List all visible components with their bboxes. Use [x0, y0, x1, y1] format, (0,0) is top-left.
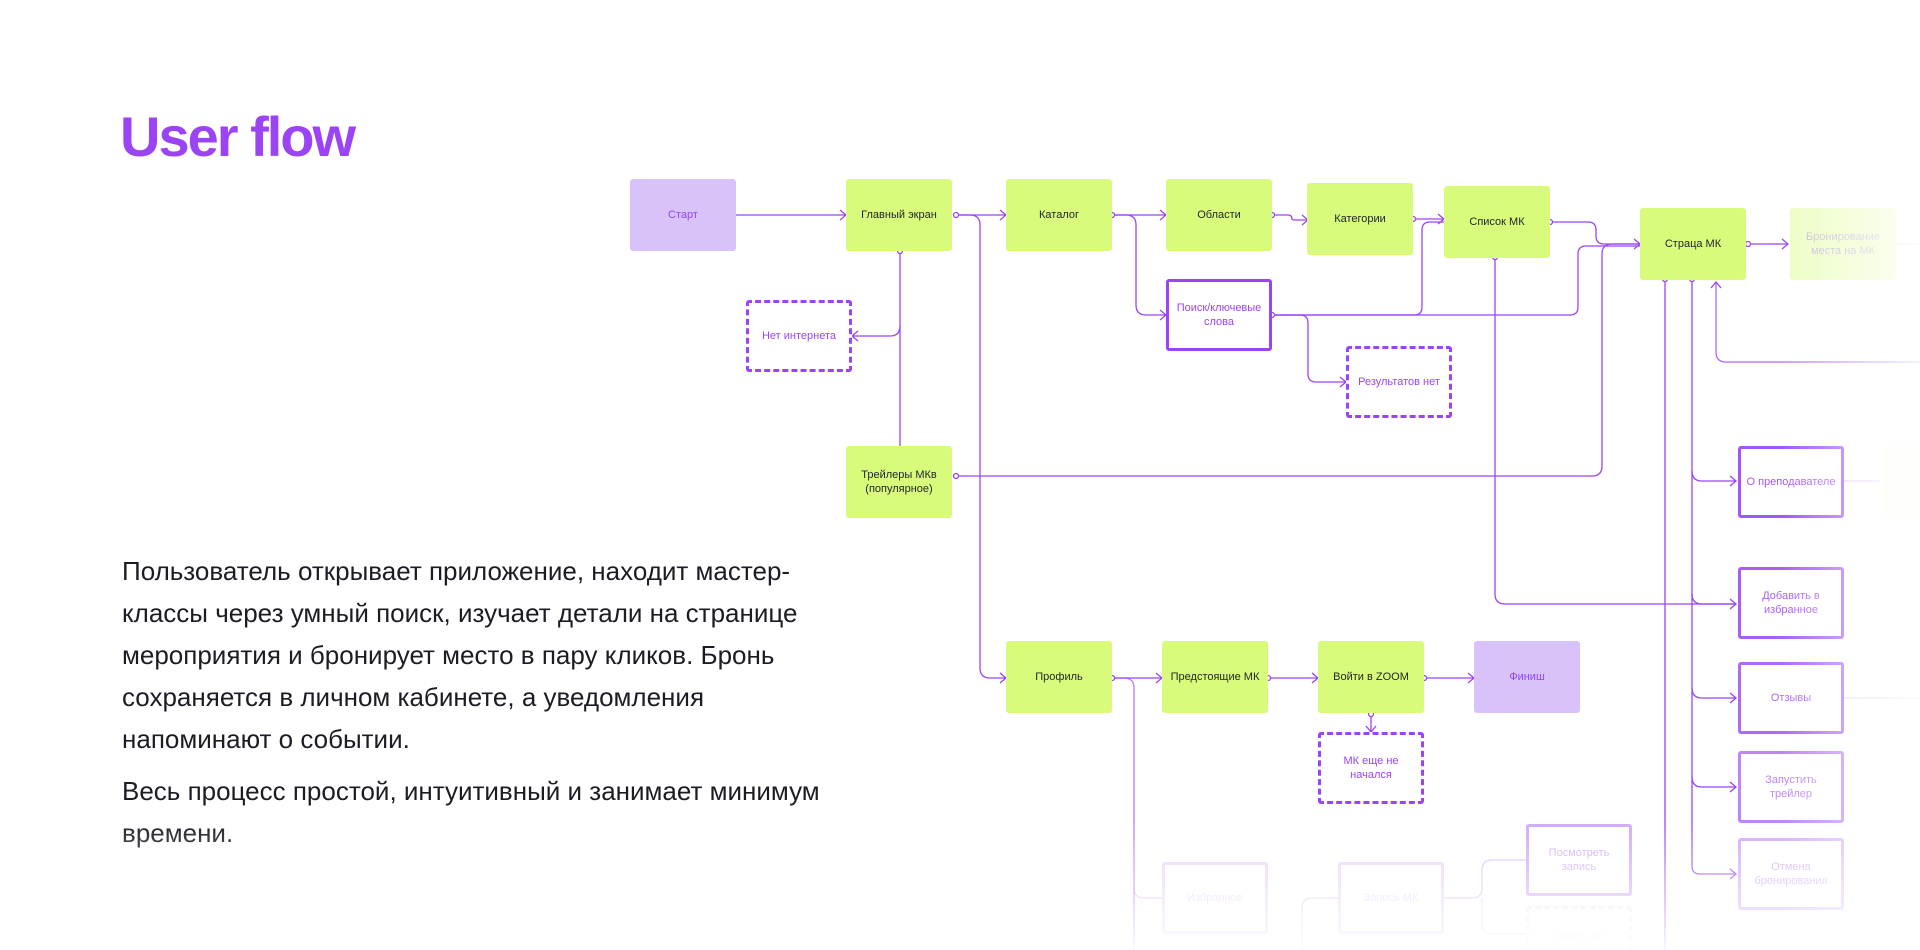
- node-trailers[interactable]: Трейлеры МКв (популярное): [846, 446, 952, 518]
- node-mk-list[interactable]: Список МК: [1444, 186, 1550, 258]
- page-title: User flow: [120, 105, 356, 168]
- node-recording-partial[interactable]: Запись не: [1526, 906, 1632, 950]
- node-cancel-booking[interactable]: Отмена бронирования: [1738, 838, 1844, 910]
- node-main-screen[interactable]: Главный экран: [846, 179, 952, 251]
- node-upcoming[interactable]: Предстоящие МК: [1162, 641, 1268, 713]
- node-reviews[interactable]: Отзывы: [1738, 662, 1844, 734]
- node-categories[interactable]: Категории: [1307, 183, 1413, 255]
- node-booking[interactable]: Бронирование места на МК: [1790, 208, 1896, 280]
- description-paragraph-1: Пользователь открывает приложение, наход…: [122, 556, 798, 754]
- node-search[interactable]: Поиск/ключевые слова: [1166, 279, 1272, 351]
- node-about-teacher[interactable]: О преподавателе: [1738, 446, 1844, 518]
- node-join-zoom[interactable]: Войти в ZOOM: [1318, 641, 1424, 713]
- node-add-favorites[interactable]: Добавить в избранное: [1738, 567, 1844, 639]
- node-watch-recording[interactable]: Посмотреть запись: [1526, 824, 1632, 896]
- node-launch-trailer[interactable]: Запустить трейлер: [1738, 751, 1844, 823]
- node-favorites[interactable]: Избранное: [1162, 862, 1268, 934]
- node-start[interactable]: Старт: [630, 179, 736, 251]
- node-catalog[interactable]: Каталог: [1006, 179, 1112, 251]
- node-mk-page[interactable]: Страца МК: [1640, 208, 1746, 280]
- node-no-results[interactable]: Результатов нет: [1346, 346, 1452, 418]
- node-not-started[interactable]: МК еще не начался: [1318, 732, 1424, 804]
- node-profile[interactable]: Профиль: [1006, 641, 1112, 713]
- node-finish[interactable]: Финиш: [1474, 641, 1580, 713]
- node-offscreen-right: [1884, 446, 1920, 518]
- node-areas[interactable]: Области: [1166, 179, 1272, 251]
- node-recording[interactable]: Запись МК: [1338, 862, 1444, 934]
- node-no-internet[interactable]: Нет интернета: [746, 300, 852, 372]
